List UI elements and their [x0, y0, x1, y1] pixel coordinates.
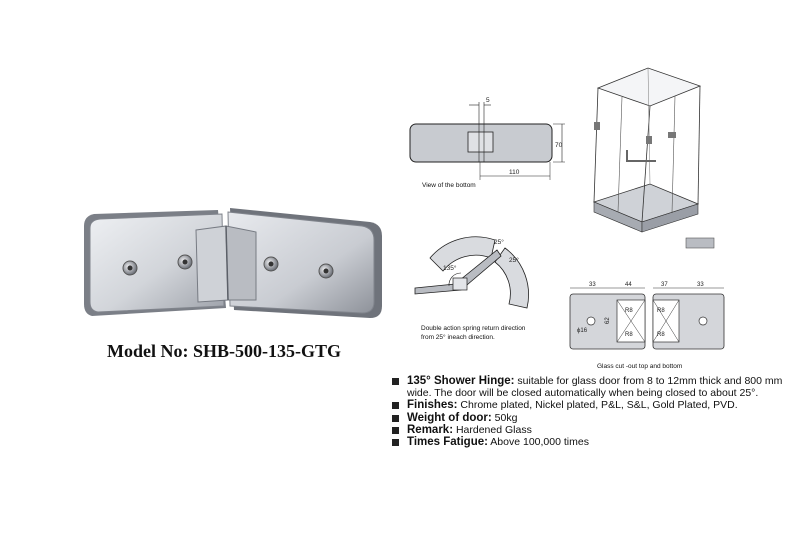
spec-text: Hardened Glass [455, 423, 532, 436]
bullet-icon [392, 414, 399, 422]
spec-text: Chrome plated, Nickel plated, P&L, S&L, … [460, 399, 738, 412]
spec-item: Times Fatigue: Above 100,000 times [392, 436, 787, 448]
radius-label-1: R8 [625, 308, 633, 314]
spec-label: Times Fatigue: [407, 436, 488, 449]
dim-length: 110 [509, 169, 520, 176]
radius-label-4: R8 [657, 332, 665, 338]
angle-a: 25° [494, 238, 504, 246]
cutout-caption: Glass cut -out top and bottom [597, 363, 682, 370]
bullet-icon [392, 439, 399, 447]
bullet-icon [392, 402, 399, 410]
angle-main: 135° [443, 264, 457, 272]
hinge-product-image [84, 208, 382, 318]
dim-top-3: 37 [661, 282, 668, 288]
height-label: 62 [605, 317, 611, 324]
bullet-icon [392, 378, 399, 385]
spec-label: Finishes: [407, 399, 458, 412]
bullet-icon [392, 426, 399, 434]
rotation-drawing: 135° 25° 25° Double action spring return… [414, 236, 529, 341]
spec-item: 135° Shower Hinge: suitable for glass do… [392, 375, 787, 399]
glass-cutout-drawing: 33 44 37 33 R8 R8 R8 R8 62 ϕ16 Glass cut… [569, 282, 725, 370]
rotation-caption-2: from 25° ineach direction. [421, 333, 495, 341]
rotation-caption-1: Double action spring return direction [421, 325, 526, 332]
spec-label: Remark: [407, 423, 454, 436]
spec-list: 135° Shower Hinge: suitable for glass do… [392, 375, 787, 448]
spec-text: suitable for glass door from 8 to 12mm t… [407, 375, 783, 400]
radius-label-2: R8 [657, 308, 665, 314]
angle-b: 25° [509, 256, 519, 264]
radius-label-3: R8 [625, 332, 633, 338]
dim-top-4: 33 [697, 282, 704, 288]
spec-text: 50kg [494, 411, 518, 424]
spec-label: 135° Shower Hinge: [407, 375, 515, 387]
diameter-label: ϕ16 [577, 328, 588, 334]
bottom-view-drawing: 5 70 110 View of the bottom [409, 97, 565, 189]
spec-item: Finishes: Chrome plated, Nickel plated, … [392, 399, 787, 411]
dim-top-1: 33 [589, 282, 596, 288]
spec-label: Weight of door: [407, 411, 492, 424]
shower-enclosure-drawing [592, 67, 715, 249]
dim-top-2: 44 [625, 282, 632, 288]
model-number-label: Model No: SHB-500-135-GTG [107, 341, 341, 361]
dim-gap: 5 [486, 97, 490, 104]
spec-item: Remark: Hardened Glass [392, 424, 787, 436]
spec-text: Above 100,000 times [490, 436, 589, 449]
bottom-view-caption: View of the bottom [422, 182, 476, 189]
spec-item: Weight of door: 50kg [392, 412, 787, 424]
dim-height: 70 [555, 142, 563, 149]
